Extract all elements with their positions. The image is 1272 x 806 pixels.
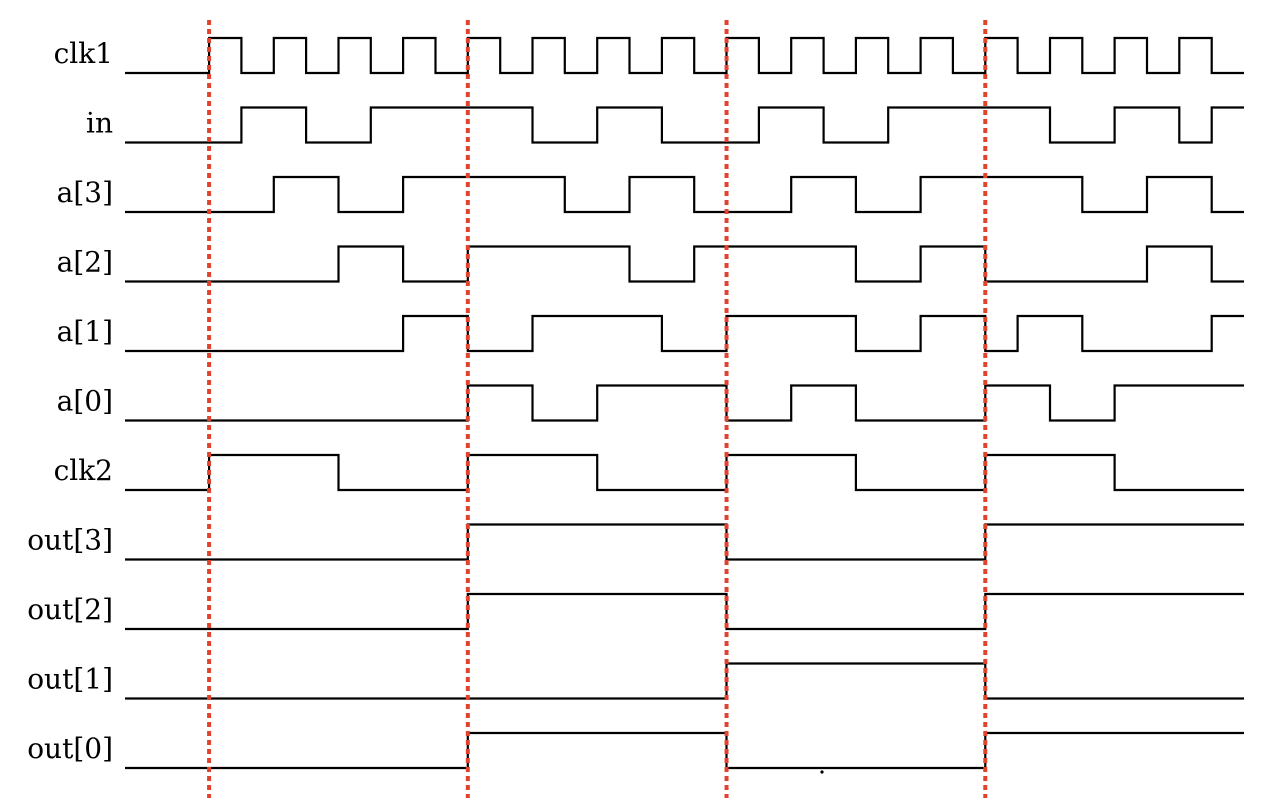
signal-label-a-3: a[3]: [57, 176, 113, 209]
waveform-a-3: [125, 175, 1244, 214]
waveform-a-2: [125, 245, 1244, 283]
waveform-out-2: [125, 592, 1244, 631]
signal-label-clk2: clk2: [54, 454, 113, 487]
waveform-clk1: [125, 36, 1244, 75]
waveform-a-0: [125, 384, 1244, 422]
waveform-out-0: [125, 731, 1244, 770]
signal-label-a-2: a[2]: [57, 246, 113, 279]
signal-label-out-3: out[3]: [27, 524, 113, 557]
signal-label-out-2: out[2]: [27, 593, 113, 626]
signal-label-a-0: a[0]: [57, 385, 113, 418]
waveform-in: [125, 106, 1244, 144]
signal-labels: clk1 in a[3] a[2] a[1] a[0] clk2 out[3] out[2] ou…: [27, 37, 113, 765]
signal-label-in: in: [86, 107, 113, 140]
waveform-clk2: [125, 453, 1244, 492]
clock-markers: [207, 20, 988, 798]
waveform-out-3: [125, 523, 1244, 561]
stray-dot: [820, 770, 824, 774]
signal-label-clk1: clk1: [54, 37, 113, 70]
signal-waveforms: [125, 36, 1244, 770]
waveform-out-1: [125, 662, 1244, 700]
waveform-a-1: [125, 314, 1244, 353]
signal-label-out-0: out[0]: [27, 732, 113, 765]
signal-label-out-1: out[1]: [27, 663, 113, 696]
signal-label-a-1: a[1]: [57, 315, 113, 348]
